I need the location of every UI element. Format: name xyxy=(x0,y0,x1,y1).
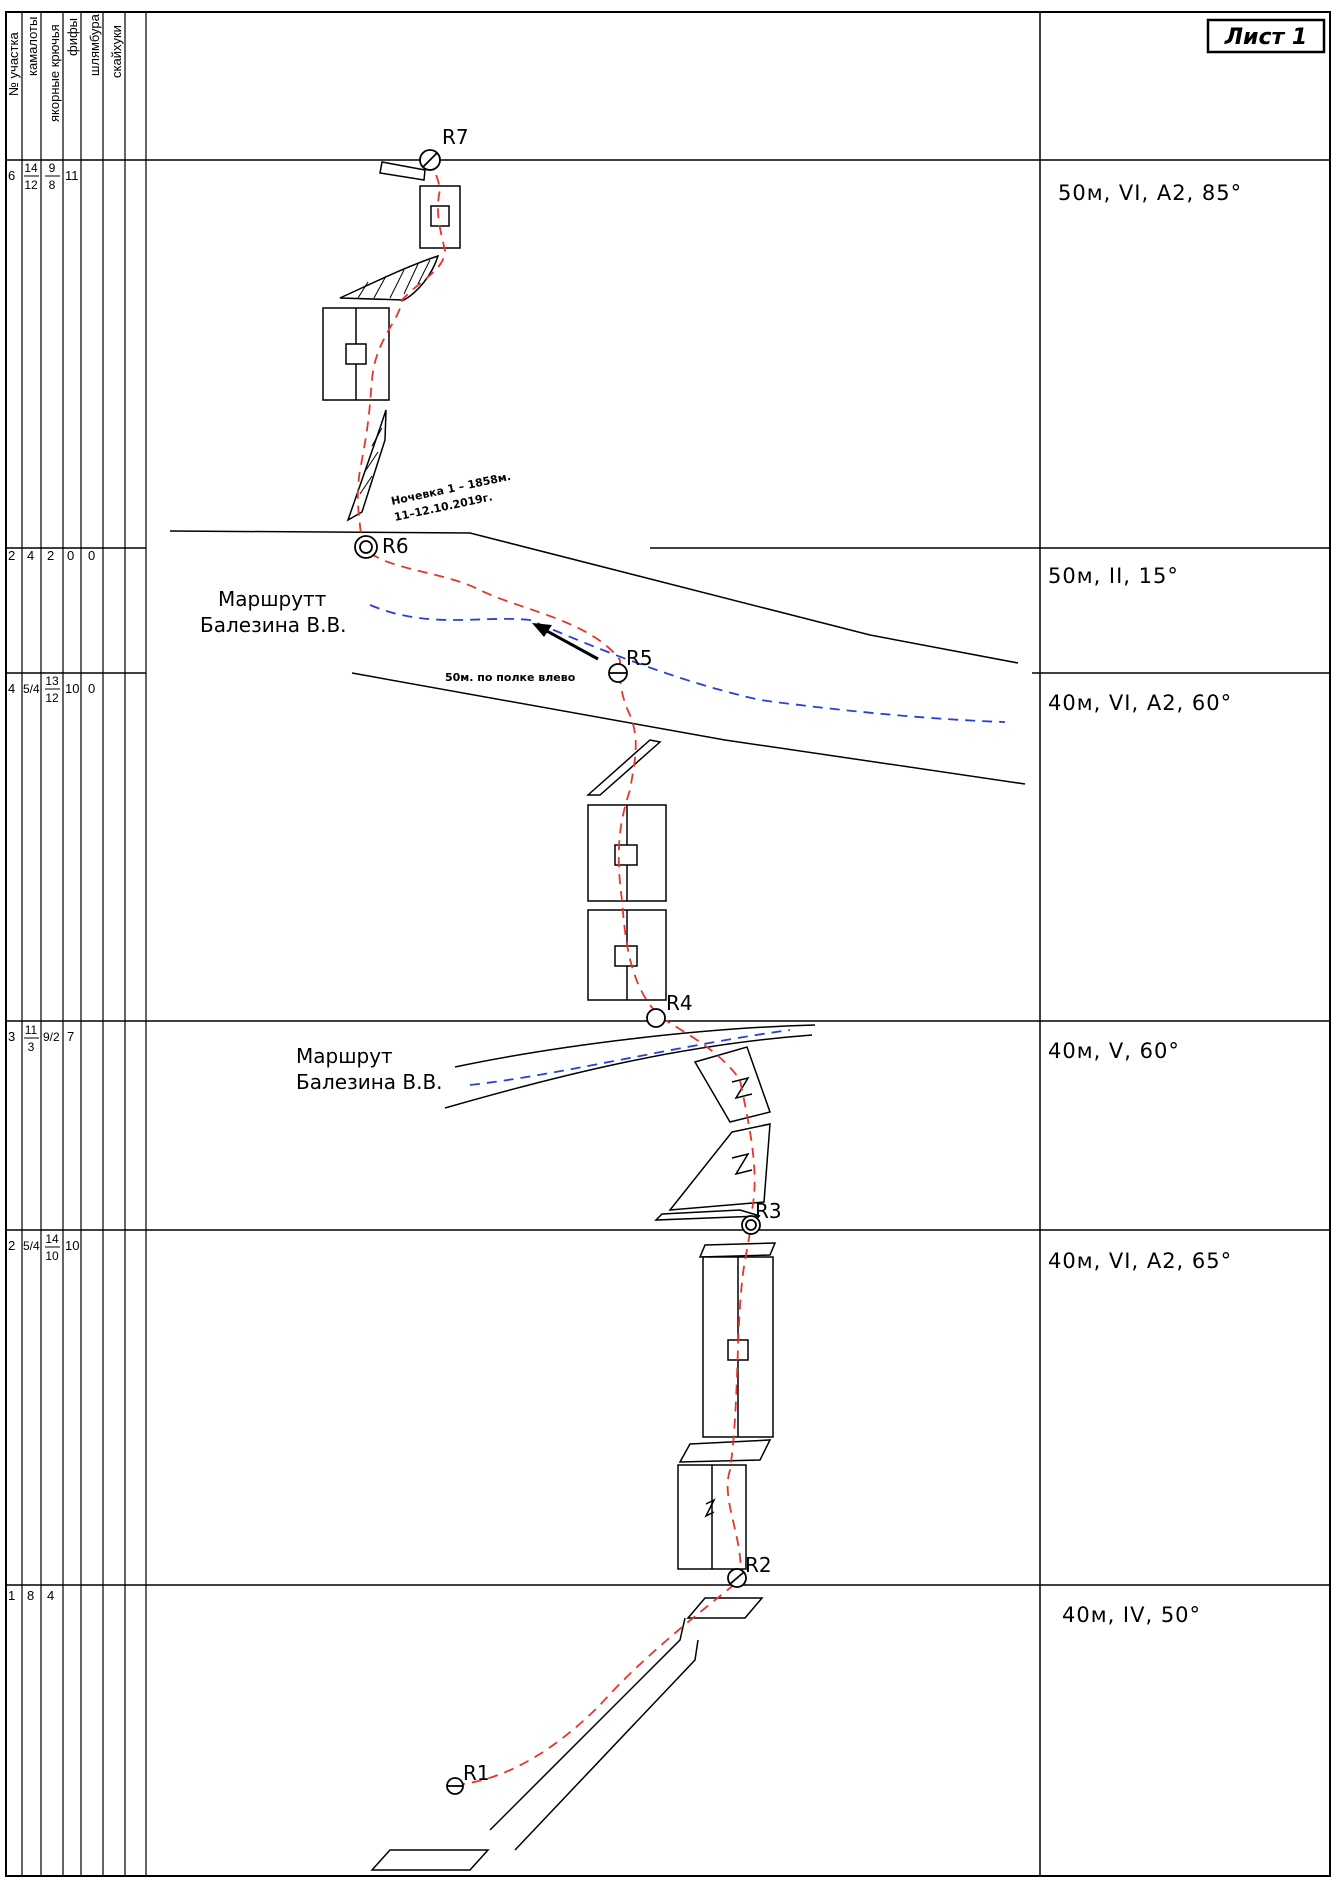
column-header-hooks: якорные крючья xyxy=(47,24,62,122)
cell-hooks-num: 14 xyxy=(45,1232,59,1246)
table-row: 6 14 12 9 8 11 50м, VI, A2, 85° xyxy=(8,161,1242,205)
column-header-fifi: фифы xyxy=(65,18,80,56)
cell-camalots-num: 14 xyxy=(24,161,38,175)
sheet-frame xyxy=(5,11,1331,1877)
annotations: Ночевка 1 – 1858м. 11–12.10.2019г. 50м. … xyxy=(200,470,576,1094)
cell-bolts: 0 xyxy=(88,548,95,563)
belay-r1-icon xyxy=(446,1777,464,1795)
sheet-title-box: Лист 1 xyxy=(1206,18,1326,54)
cell-hooks-num: 9 xyxy=(49,161,56,175)
other-route-label: Маршрутт xyxy=(218,587,327,611)
belay-r2-icon xyxy=(727,1568,747,1588)
cell-hooks: 2 xyxy=(47,548,54,563)
belay-r3-icon xyxy=(741,1215,761,1235)
belay-label: R5 xyxy=(626,646,653,670)
cell-camalots-den: 3 xyxy=(28,1040,35,1054)
belay-stations xyxy=(354,149,761,1795)
cell-hooks-num: 13 xyxy=(45,674,59,688)
cell-hooks-den: 10 xyxy=(45,1249,59,1263)
belay-r7-icon xyxy=(419,149,441,171)
cell-hooks-den: 8 xyxy=(49,178,56,192)
cell-bolts: 0 xyxy=(88,681,95,696)
belay-label: R4 xyxy=(666,991,693,1015)
cell-section: 2 xyxy=(8,548,15,563)
table-grid xyxy=(21,12,1041,1876)
belay-label: R7 xyxy=(442,125,469,149)
belay-label: R2 xyxy=(745,1553,772,1577)
cell-section: 2 xyxy=(8,1238,15,1253)
cell-fifi: 11 xyxy=(65,168,79,183)
cell-fifi: 0 xyxy=(67,548,74,563)
belay-r6-icon xyxy=(354,535,378,559)
belay-label: R3 xyxy=(755,1199,782,1223)
cell-hooks-den: 12 xyxy=(45,691,59,705)
main-route-line xyxy=(356,159,756,1786)
pitch-description: 40м, VI, A2, 65° xyxy=(1048,1249,1232,1273)
pitch-description: 40м, IV, 50° xyxy=(1062,1603,1201,1627)
column-headers: № участка камалоты якорные крючья фифы ш… xyxy=(6,13,124,122)
column-header-skyhooks: скайхуки xyxy=(109,25,124,78)
table-row: 3 11 3 9/2 7 40м, V, 60° xyxy=(8,1023,1180,1063)
traverse-arrow xyxy=(532,623,599,661)
cell-camalots: 5/4 xyxy=(23,1239,40,1253)
column-header-bolts: шлямбура xyxy=(87,13,102,76)
belay-r4-icon xyxy=(646,1008,666,1028)
cell-section: 6 xyxy=(8,168,15,183)
ledge-note: 50м. по полке влево xyxy=(445,671,576,684)
cell-camalots: 5/4 xyxy=(23,682,40,696)
belay-r5-icon xyxy=(608,663,628,683)
pitch-description: 50м, II, 15° xyxy=(1048,564,1179,588)
table-row: 1 8 4 40м, IV, 50° xyxy=(8,1588,1201,1627)
cell-hooks: 9/2 xyxy=(43,1030,60,1044)
belay-label: R1 xyxy=(463,1761,490,1785)
cell-camalots-num: 11 xyxy=(25,1023,38,1037)
cell-camalots: 8 xyxy=(27,1588,34,1603)
cell-camalots-den: 12 xyxy=(24,178,38,192)
table-row: 4 5/4 13 12 10 0 40м, VI, A2, 60° xyxy=(8,674,1232,715)
sheet-title: Лист 1 xyxy=(1224,25,1307,50)
crack-lines xyxy=(489,1617,699,1851)
column-header-section: № участка xyxy=(6,32,21,96)
pitch-description: 50м, VI, A2, 85° xyxy=(1058,181,1242,205)
other-route-label: Маршрут xyxy=(296,1044,393,1068)
belay-labels: R1 R2 R3 R4 R5 R6 R7 xyxy=(382,125,782,1785)
rock-features xyxy=(322,161,777,1871)
section-lines xyxy=(6,159,1330,1586)
cell-fifi: 10 xyxy=(65,681,79,696)
cell-fifi: 10 xyxy=(65,1238,79,1253)
table-row: 2 4 2 0 0 50м, II, 15° xyxy=(8,548,1179,588)
table-row: 2 5/4 14 10 10 40м, VI, A2, 65° xyxy=(8,1232,1232,1273)
column-header-camalots: камалоты xyxy=(25,17,40,76)
cell-camalots: 4 xyxy=(27,548,34,563)
other-route-label: Балезина В.В. xyxy=(200,613,347,637)
pitch-description: 40м, V, 60° xyxy=(1048,1039,1180,1063)
other-route-label: Балезина В.В. xyxy=(296,1070,443,1094)
cell-section: 1 xyxy=(8,1588,15,1603)
belay-label: R6 xyxy=(382,534,409,558)
cell-hooks: 4 xyxy=(47,1588,54,1603)
cell-section: 3 xyxy=(8,1029,15,1044)
terrain-lines xyxy=(169,530,1026,1109)
pitch-description: 40м, VI, A2, 60° xyxy=(1048,691,1232,715)
other-route-lines xyxy=(369,604,1006,1086)
cell-fifi: 7 xyxy=(67,1029,74,1044)
cell-section: 4 xyxy=(8,681,15,696)
